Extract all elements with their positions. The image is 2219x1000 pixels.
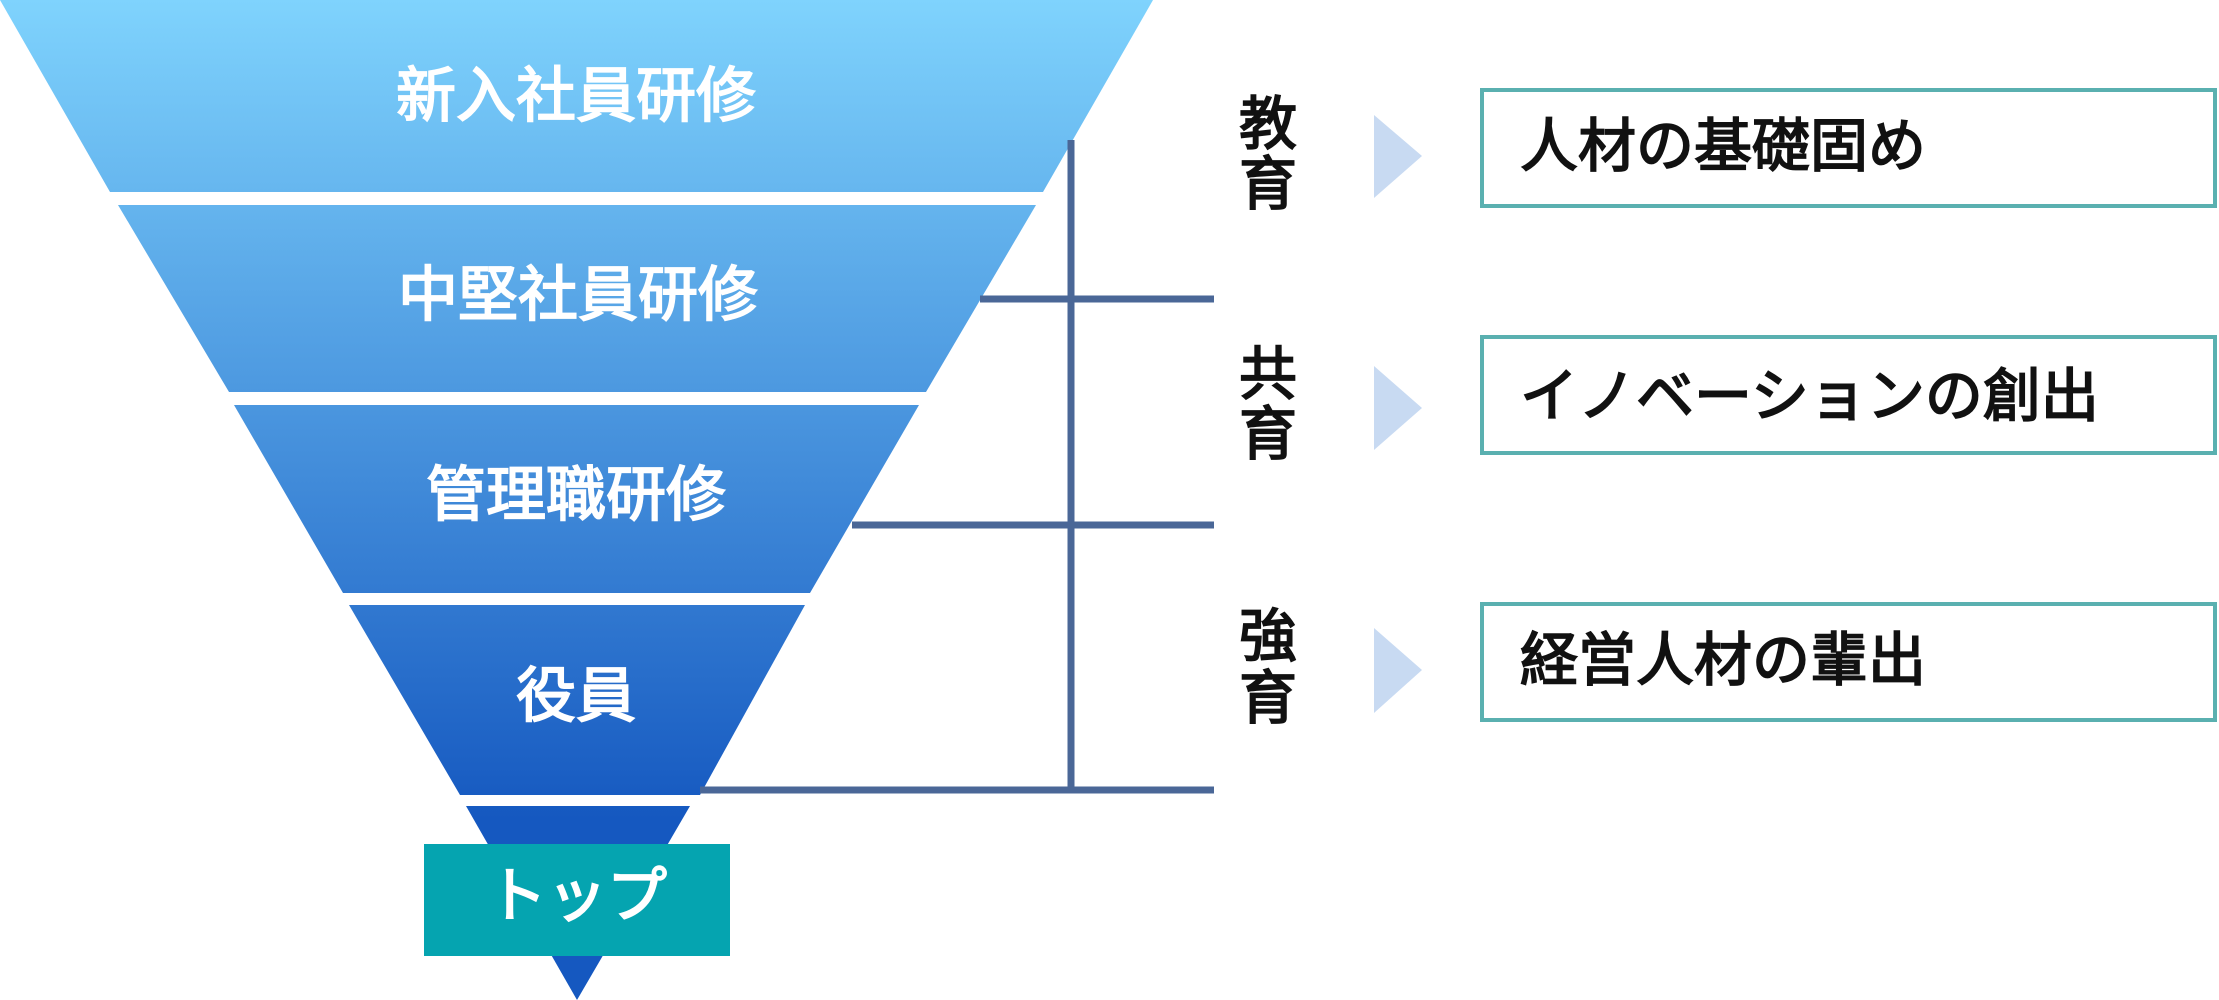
stage-char: 育 (1239, 150, 1297, 218)
funnel-level-label: 管理職研修 (426, 461, 727, 531)
outcome-box (1480, 88, 2217, 208)
stage-char: 教 (1239, 90, 1297, 158)
top-label: トップ (487, 862, 667, 932)
top-box (424, 844, 730, 956)
stage-char: 強 (1239, 602, 1297, 670)
funnel-level-manager: 管理職研修 (234, 405, 919, 593)
funnel-level-top: トップ (424, 806, 730, 1000)
stage-strengthening: 強 育 経営人材の輩出 (1239, 602, 2217, 732)
funnel-level-label: 中堅社員研修 (398, 261, 759, 331)
outcome-box (1480, 335, 2217, 455)
arrow-icon (1374, 628, 1422, 713)
stage-co-growth: 共 育 イノベーションの創出 (1239, 335, 2217, 468)
outcome-box (1480, 602, 2217, 722)
stage-char: 共 (1239, 340, 1297, 408)
funnel-level-label: 役員 (516, 662, 636, 732)
stage-char: 育 (1239, 664, 1297, 732)
funnel-level-executive: 役員 (349, 605, 805, 795)
funnel-band (118, 205, 1036, 392)
funnel-level-new-employee: 新入社員研修 (0, 0, 1153, 192)
arrow-icon (1374, 366, 1422, 450)
outcome-text: 経営人材の輩出 (1520, 626, 1926, 694)
funnel-band (234, 405, 919, 593)
stage-char: 育 (1239, 400, 1297, 468)
funnel: 新入社員研修 中堅社員研修 管理職研修 役員 トップ (0, 0, 1153, 1000)
funnel-level-mid-career: 中堅社員研修 (118, 205, 1036, 392)
outcome-text: イノベーションの創出 (1520, 362, 2099, 430)
funnel-band (349, 605, 805, 795)
outcome-text: 人材の基礎固め (1520, 112, 1926, 180)
stage-bracket (700, 140, 1214, 794)
funnel-level-label: 新入社員研修 (396, 62, 757, 132)
arrow-icon (1374, 115, 1422, 198)
stage-education: 教 育 人材の基礎固め (1239, 88, 2217, 218)
funnel-band (0, 0, 1153, 192)
